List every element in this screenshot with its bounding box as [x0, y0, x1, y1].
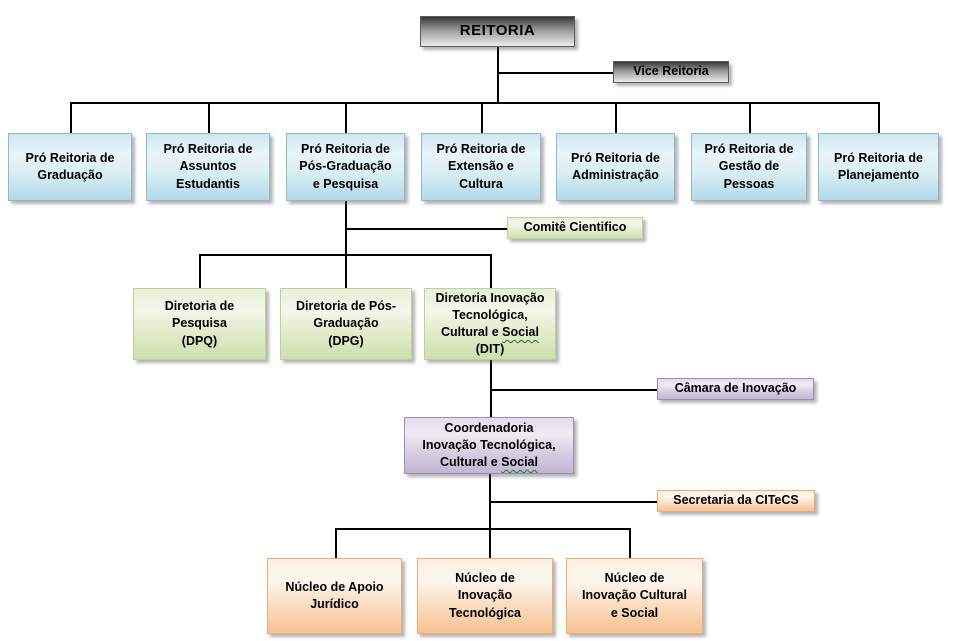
node-label: Vice Reitoria — [633, 64, 709, 79]
node-label: Pró Reitoria de Planejamento — [834, 150, 923, 182]
node-secretaria-citecs: Secretaria da CITeCS — [657, 490, 815, 512]
node-label: Núcleo de Inovação Tecnológica — [448, 571, 521, 620]
node-vice-reitoria: Vice Reitoria — [613, 61, 729, 83]
node-pro-reitoria-planejamento: Pró Reitoria de Planejamento — [818, 133, 939, 201]
node-label: REITORIA — [459, 22, 536, 40]
node-label: Núcleo de Inovação Cultural e Social — [582, 571, 687, 620]
node-reitoria: REITORIA — [420, 16, 575, 47]
node-comite-cientifico: Comitê Cientifico — [507, 217, 643, 239]
connector-line — [335, 528, 337, 558]
connector-line — [70, 102, 72, 133]
node-diretoria-pesquisa-dpq: Diretoria de Pesquisa (DPQ) — [133, 288, 266, 360]
node-pro-reitoria-extensao-cultura: Pró Reitoria de Extensão e Cultura — [421, 133, 541, 201]
node-diretoria-pos-graduacao-dpg: Diretoria de Pós- Graduação (DPG) — [280, 288, 412, 360]
node-nucleo-inovacao-cultural-social: Núcleo de Inovação Cultural e Social — [566, 558, 703, 634]
node-camara-inovacao: Câmara de Inovação — [657, 378, 814, 400]
connector-line — [615, 102, 617, 133]
connector-line — [208, 102, 210, 133]
node-nucleo-inovacao-tecnologica: Núcleo de Inovação Tecnológica — [417, 558, 553, 634]
node-label: Diretoria de Pesquisa (DPQ) — [164, 299, 235, 348]
node-coordenadoria-citecs: Coordenadoria Inovação Tecnológica, Cult… — [404, 417, 574, 474]
node-label: Câmara de Inovação — [674, 381, 797, 396]
node-label: Diretoria Inovação Tecnológica, Cultural… — [435, 290, 545, 357]
node-label: Comitê Cientifico — [523, 220, 627, 235]
node-label: Pró Reitoria de Extensão e Cultura — [436, 142, 526, 191]
node-label: Pró Reitoria de Assuntos Estudantis — [163, 142, 253, 191]
connector-line — [199, 254, 201, 288]
node-label: Diretoria de Pós- Graduação (DPG) — [295, 299, 397, 348]
connector-line — [481, 102, 483, 133]
node-label: Pró Reitoria de Graduação — [25, 150, 115, 182]
connector-line — [335, 528, 630, 530]
connector-line — [490, 389, 657, 391]
connector-line — [489, 501, 657, 503]
connector-line — [345, 228, 507, 230]
connector-line — [490, 360, 492, 417]
connector-line — [345, 201, 347, 254]
connector-line — [70, 102, 879, 104]
misspelled-word: Social — [501, 455, 538, 470]
node-diretoria-inovacao-dit: Diretoria Inovação Tecnológica, Cultural… — [424, 288, 556, 360]
connector-line — [345, 102, 347, 133]
connector-line — [489, 528, 491, 558]
node-label: Pró Reitoria de Gestão de Pessoas — [704, 142, 794, 191]
node-pro-reitoria-assuntos-estudantis: Pró Reitoria de Assuntos Estudantis — [146, 133, 270, 201]
node-label: Secretaria da CITeCS — [673, 493, 799, 508]
node-label: Núcleo de Apoio Jurídico — [285, 579, 384, 611]
node-label: Pró Reitoria de Administração — [571, 150, 660, 182]
connector-line — [749, 102, 751, 133]
connector-line — [497, 47, 499, 102]
node-label: Coordenadoria Inovação Tecnológica, Cult… — [422, 420, 556, 470]
connector-line — [497, 72, 613, 74]
node-pro-reitoria-pos-graduacao-pesquisa: Pró Reitoria de Pós-Graduação e Pesquisa — [286, 133, 405, 201]
connector-line — [490, 254, 492, 288]
node-pro-reitoria-graduacao: Pró Reitoria de Graduação — [8, 133, 132, 201]
node-nucleo-apoio-juridico: Núcleo de Apoio Jurídico — [267, 558, 402, 634]
node-label: Pró Reitoria de Pós-Graduação e Pesquisa — [299, 142, 392, 191]
misspelled-word: Social — [502, 325, 539, 339]
connector-line — [629, 528, 631, 558]
node-pro-reitoria-administracao: Pró Reitoria de Administração — [556, 133, 675, 201]
node-pro-reitoria-gestao-pessoas: Pró Reitoria de Gestão de Pessoas — [691, 133, 807, 201]
connector-line — [878, 102, 880, 133]
connector-line — [345, 254, 347, 288]
